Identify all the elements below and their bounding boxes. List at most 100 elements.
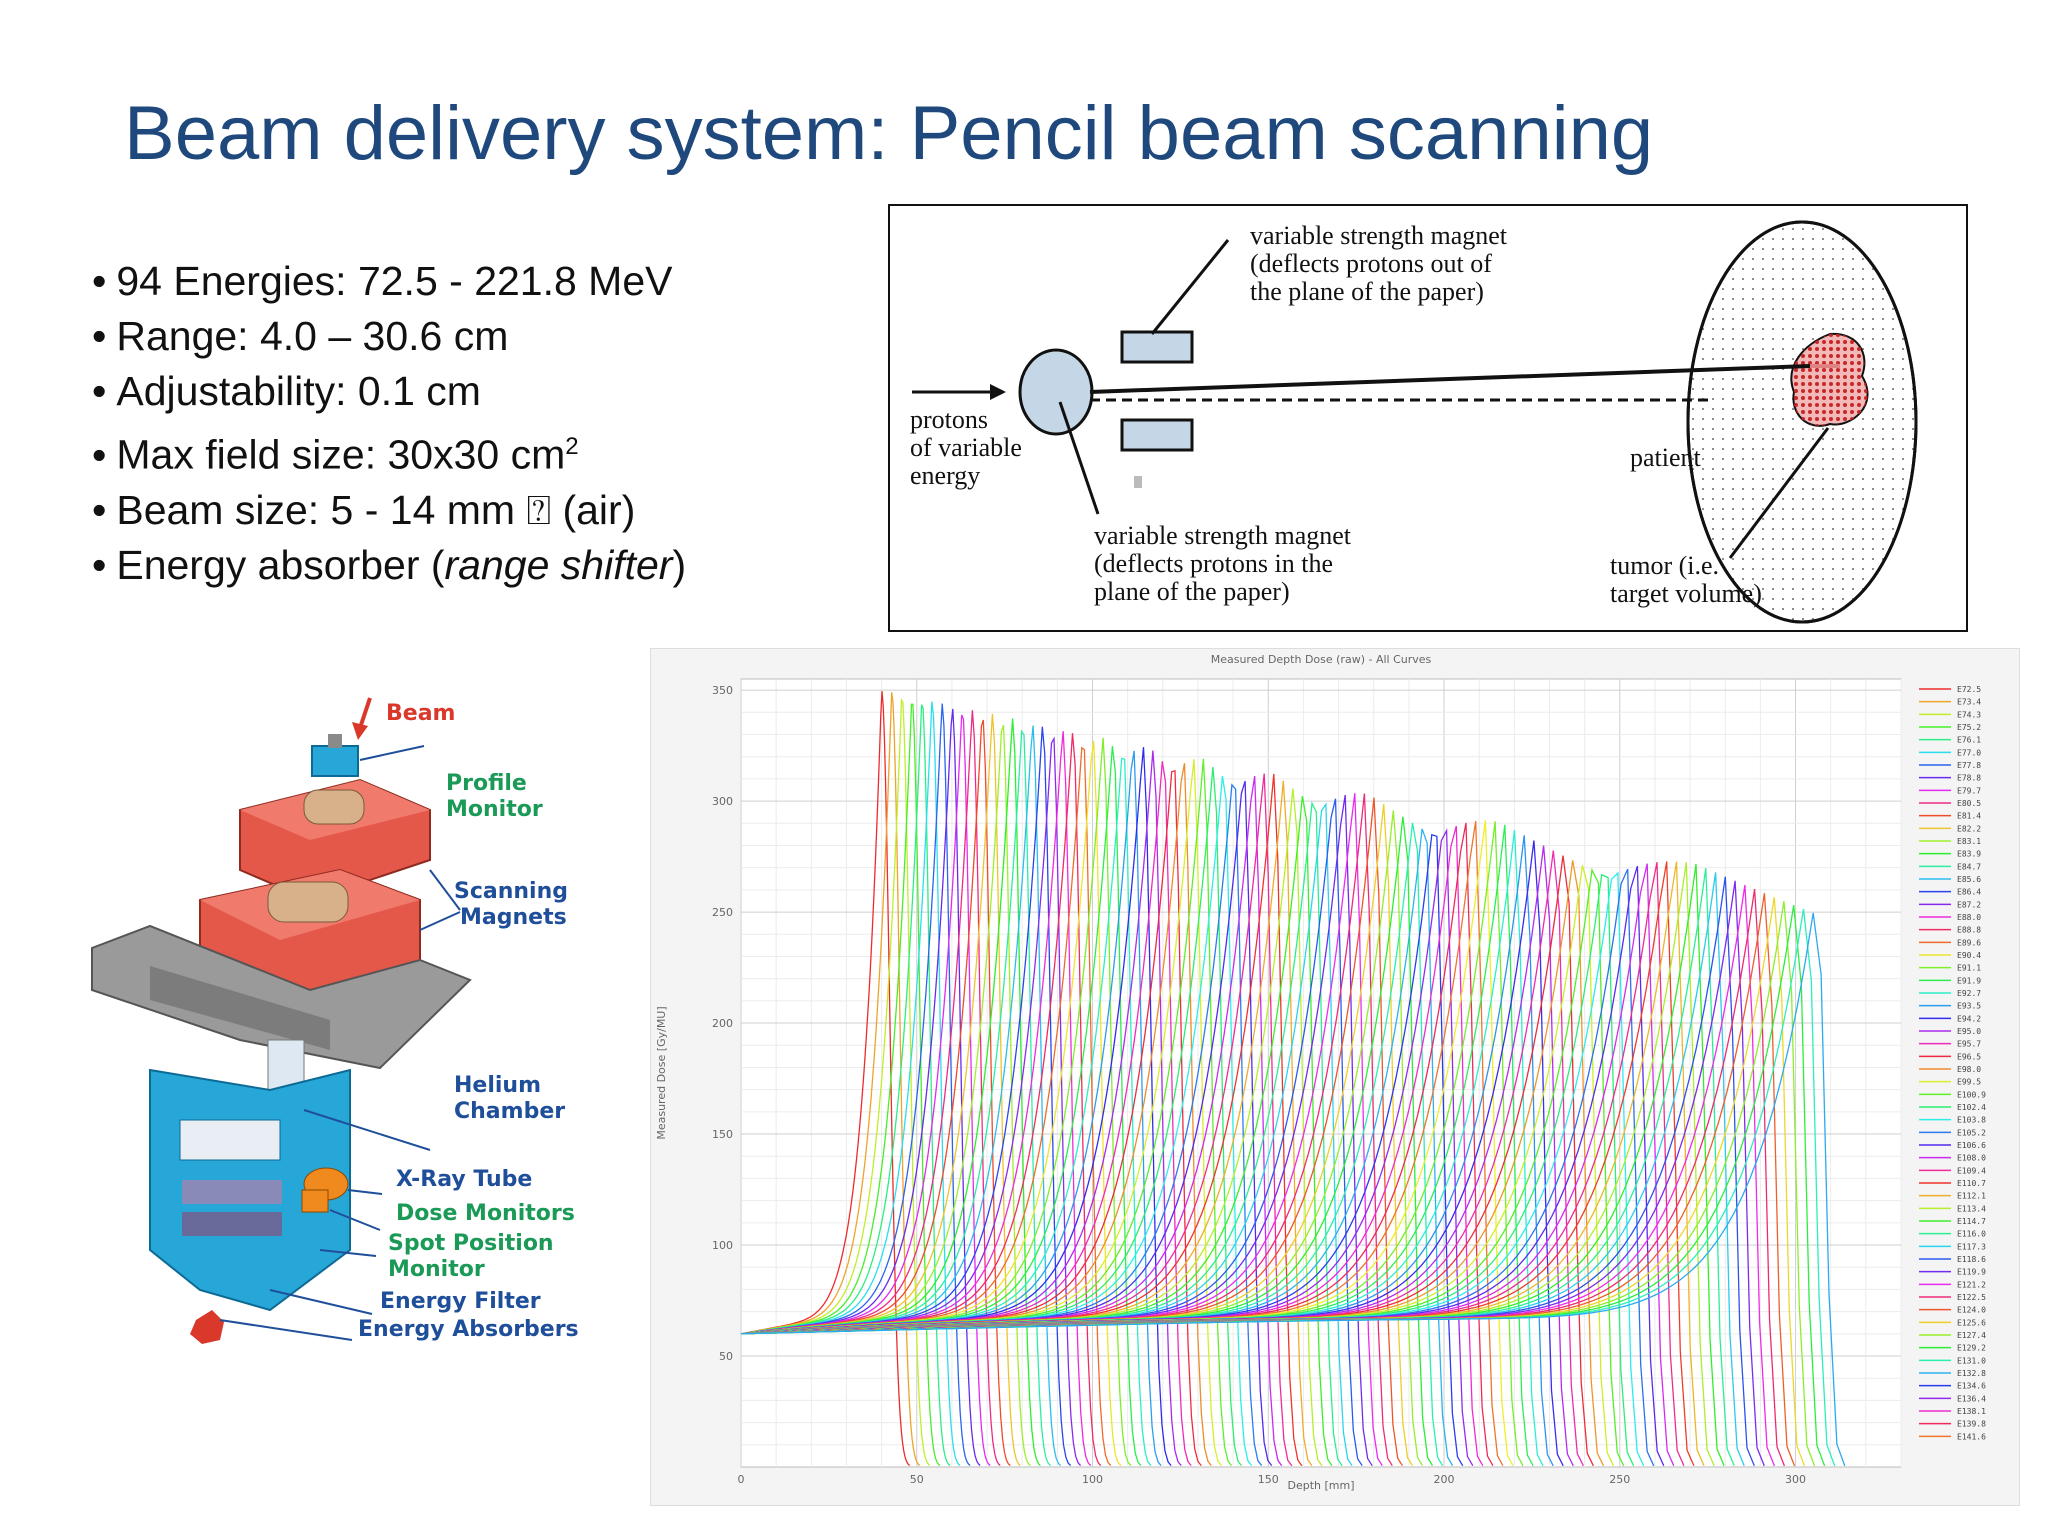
legend-entry: E89.6 <box>1957 938 1981 947</box>
legend-entry: E112.1 <box>1957 1192 1986 1201</box>
y-tick-label: 200 <box>712 1017 733 1030</box>
legend-entry: E103.8 <box>1957 1116 1986 1125</box>
arrow-head-icon <box>990 384 1006 400</box>
legend-entry: E92.7 <box>1957 989 1981 998</box>
legend-entry: E95.7 <box>1957 1040 1981 1049</box>
x-tick-label: 0 <box>738 1473 745 1486</box>
legend-entry: E95.0 <box>1957 1027 1981 1036</box>
bullet-text: Beam size: 5 - 14 mm ⍰ (air) <box>116 486 636 533</box>
deflected-beam-line <box>1089 364 1811 394</box>
legend-entry: E99.5 <box>1957 1078 1981 1087</box>
bullet-text: ) <box>672 541 687 588</box>
legend-entry: E106.6 <box>1957 1141 1986 1150</box>
mounting-plate <box>91 924 472 1070</box>
legend-entry: E85.6 <box>1957 875 1981 884</box>
legend-entry: E91.9 <box>1957 976 1981 985</box>
legend-entry: E88.0 <box>1957 913 1981 922</box>
legend-entry: E117.3 <box>1957 1242 1986 1251</box>
bullet-item: •Energy absorber (range shifter) <box>92 538 686 593</box>
legend-entry: E141.6 <box>1957 1432 1986 1441</box>
legend-entry: E105.2 <box>1957 1128 1986 1137</box>
legend-entry: E132.8 <box>1957 1369 1986 1378</box>
legend-entry: E136.4 <box>1957 1394 1986 1403</box>
legend-entry: E129.2 <box>1957 1344 1986 1353</box>
slide-title: Beam delivery system: Pencil beam scanni… <box>124 91 1654 176</box>
legend-entry: E98.0 <box>1957 1065 1981 1074</box>
small-marker <box>1134 476 1142 488</box>
legend-entry: E121.2 <box>1957 1280 1986 1289</box>
bullet-dot: • <box>92 258 107 304</box>
legend-entry: E76.1 <box>1957 736 1981 745</box>
depth-dose-curve <box>740 912 1846 1467</box>
bullet-text: 94 Energies: 72.5 - 221.8 MeV <box>116 258 673 304</box>
bullet-item: •Range: 4.0 – 30.6 cm <box>92 309 686 364</box>
bullet-dot: • <box>92 541 107 588</box>
legend-entry: E96.5 <box>1957 1052 1981 1061</box>
bullet-dot: • <box>92 431 107 478</box>
bullet-dot: • <box>92 368 107 414</box>
label-profile-monitor: Profile Monitor <box>446 771 543 822</box>
y-tick-label: 100 <box>712 1239 733 1252</box>
x-tick-label: 100 <box>1082 1473 1103 1486</box>
legend-entry: E114.7 <box>1957 1217 1986 1226</box>
legend-entry: E122.5 <box>1957 1293 1986 1302</box>
legend-entry: E93.5 <box>1957 1002 1981 1011</box>
legend-entry: E108.0 <box>1957 1154 1986 1163</box>
beam-path-svg: variable strength magnet (deflects proto… <box>910 220 1918 624</box>
y-tick-label: 300 <box>712 795 733 808</box>
legend-entry: E134.6 <box>1957 1382 1986 1391</box>
energy-absorber-part <box>190 1310 224 1344</box>
legend-entry: E90.4 <box>1957 951 1981 960</box>
beam-arrow <box>358 697 372 729</box>
beam-path-diagram: variable strength magnet (deflects proto… <box>888 204 1968 632</box>
legend-entry: E73.4 <box>1957 698 1981 707</box>
legend-entry: E72.5 <box>1957 685 1981 694</box>
legend-entry: E91.1 <box>1957 964 1981 973</box>
bullet-item: •94 Energies: 72.5 - 221.8 MeV <box>92 254 686 309</box>
chart-curves <box>740 691 1846 1467</box>
bullet-item: •Adjustability: 0.1 cm <box>92 364 686 419</box>
legend-entry: E127.4 <box>1957 1331 1986 1340</box>
label-beam: Beam <box>386 701 455 726</box>
x-tick-label: 150 <box>1258 1473 1279 1486</box>
bullet-text: Max field size: 30x30 cm <box>116 431 566 478</box>
x-tick-label: 50 <box>910 1473 924 1486</box>
legend-entry: E118.6 <box>1957 1255 1986 1264</box>
legend-entry: E139.8 <box>1957 1420 1986 1429</box>
legend-entry: E116.0 <box>1957 1230 1986 1239</box>
x-tick-label: 200 <box>1434 1473 1455 1486</box>
label-spot-position-monitor: Spot Position Monitor <box>388 1231 561 1282</box>
y-tick-label: 250 <box>712 906 733 919</box>
y-tick-label: 50 <box>719 1350 733 1363</box>
legend-entry: E113.4 <box>1957 1204 1986 1213</box>
magnet-circle <box>1018 348 1094 436</box>
legend-entry: E119.9 <box>1957 1268 1986 1277</box>
legend-entry: E79.7 <box>1957 786 1981 795</box>
legend-entry: E80.5 <box>1957 799 1981 808</box>
bullet-text: Adjustability: 0.1 cm <box>116 368 481 414</box>
bullet-emphasis: range shifter <box>444 541 673 588</box>
label-protons: protons of variable energy <box>910 405 1028 490</box>
y-axis-label: Measured Dose [Gy/MU] <box>655 1006 668 1139</box>
label-magnet-bottom: variable strength magnet (deflects proto… <box>1094 521 1358 606</box>
beam-arrow-icon <box>352 722 368 740</box>
legend-entry: E131.0 <box>1957 1356 1986 1365</box>
bullet-list: •94 Energies: 72.5 - 221.8 MeV •Range: 4… <box>92 254 686 593</box>
legend-entry: E78.8 <box>1957 774 1981 783</box>
legend-entry: E124.0 <box>1957 1306 1986 1315</box>
magnet-rect-top <box>1120 330 1194 364</box>
legend-entry: E83.1 <box>1957 837 1981 846</box>
nozzle-hardware-illustration: Beam Profile Monitor Scanning Magnets He… <box>90 690 610 1370</box>
legend-entry: E100.9 <box>1957 1090 1986 1099</box>
label-magnet-top: variable strength magnet (deflects proto… <box>1250 221 1514 306</box>
legend-entry: E74.3 <box>1957 710 1981 719</box>
x-axis-label: Depth [mm] <box>1287 1479 1354 1492</box>
legend-entry: E88.8 <box>1957 926 1981 935</box>
legend-entry: E138.1 <box>1957 1407 1986 1416</box>
label-xray-tube: X-Ray Tube <box>396 1167 532 1192</box>
x-tick-label: 250 <box>1609 1473 1630 1486</box>
legend-entry: E82.2 <box>1957 824 1981 833</box>
chart-legend: E72.5E73.4E74.3E75.2E76.1E77.0E77.8E78.8… <box>1919 685 1986 1441</box>
